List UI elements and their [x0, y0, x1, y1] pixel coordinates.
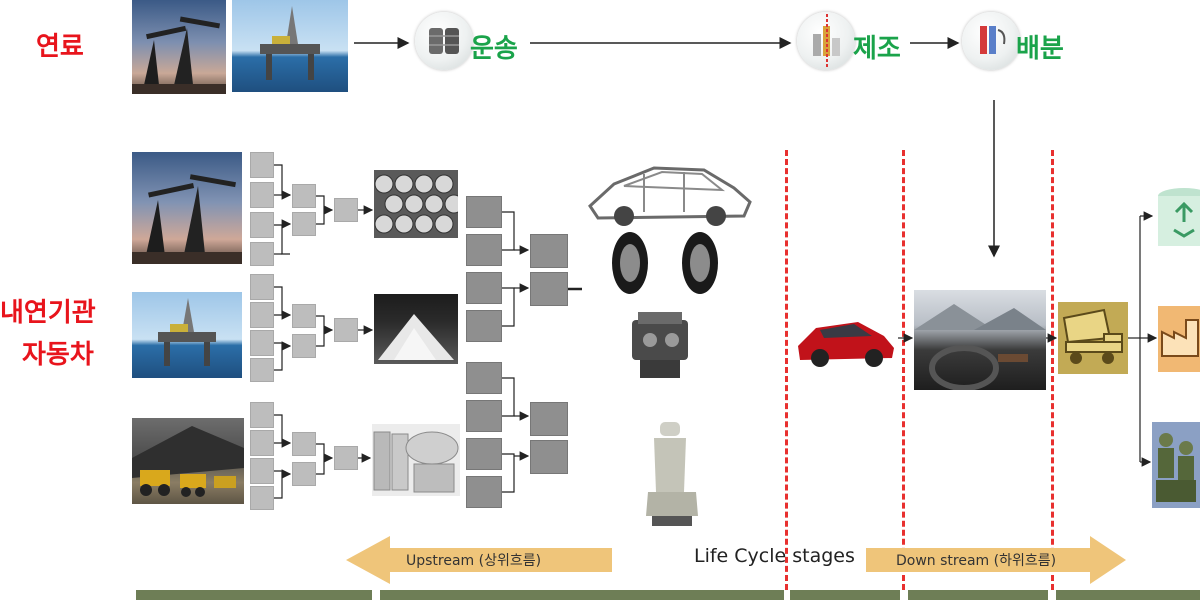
supply-node	[250, 212, 274, 238]
rig-drawing-2	[158, 298, 216, 366]
interior-drawing	[914, 304, 1046, 390]
dump-truck-icon	[1058, 302, 1128, 374]
metal-drums-image	[372, 424, 460, 496]
engine-drawing	[632, 312, 688, 378]
fuel-pump-drawing	[980, 26, 1006, 54]
supply-node	[250, 302, 274, 328]
soldiers-icon	[1152, 422, 1200, 508]
factory-icon	[1158, 306, 1200, 372]
car-body-image	[584, 150, 754, 232]
supply-node	[250, 358, 274, 382]
fuel-pump-icon	[962, 12, 1020, 70]
stage-divider-1	[785, 150, 788, 590]
fuel-label: 연료	[36, 32, 84, 62]
supply-node	[250, 430, 274, 456]
supply-node	[292, 184, 316, 208]
supply-node	[250, 486, 274, 510]
component-node	[466, 400, 502, 432]
supply-node	[250, 182, 274, 208]
component-node	[466, 476, 502, 508]
seat-drawing	[646, 422, 698, 526]
supply-node	[250, 402, 274, 428]
drums-drawing	[373, 431, 459, 493]
supply-node	[292, 212, 316, 236]
component-node	[466, 310, 502, 342]
manufacture-label: 제조	[853, 34, 901, 64]
steel-rolls-drawing	[374, 174, 458, 234]
supply-node	[292, 334, 316, 358]
component-node	[466, 438, 502, 470]
component-node	[530, 234, 568, 268]
supply-node	[292, 432, 316, 456]
ice-vehicle-label-line2: 자동차	[22, 340, 94, 370]
factory-drawing	[1158, 306, 1200, 372]
supply-node	[292, 462, 316, 486]
component-node	[530, 440, 568, 474]
dump-truck-drawing	[1058, 302, 1128, 374]
component-node	[466, 196, 502, 228]
refinery-icon	[797, 12, 855, 70]
supply-node	[250, 152, 274, 178]
pumpjack-drawing	[132, 16, 226, 94]
tires-drawing	[612, 232, 718, 294]
mining-image	[132, 418, 244, 504]
stage-divider-3	[1051, 150, 1054, 590]
barrels-drawing	[429, 28, 459, 54]
refinery-drawing	[813, 14, 840, 68]
oil-pumpjack-image	[132, 0, 226, 94]
offshore-rig-image-2	[132, 292, 242, 378]
life-cycle-stages-label: Life Cycle stages	[694, 545, 855, 567]
red-car-drawing	[798, 322, 894, 367]
recycle-bin-drawing	[1158, 188, 1200, 246]
supply-node	[334, 198, 358, 222]
stage-bar-1	[136, 590, 372, 600]
component-node	[466, 272, 502, 304]
supply-node	[250, 330, 274, 356]
driving-interior-image	[914, 290, 1046, 390]
car-body-drawing	[588, 166, 752, 226]
pumpjack-drawing-2	[132, 174, 242, 264]
stage-divider-2	[902, 150, 905, 590]
seat-image	[640, 420, 702, 532]
supply-node	[250, 458, 274, 484]
rig-drawing	[260, 6, 320, 80]
downstream-label: Down stream (하위흐름)	[896, 553, 1057, 569]
supply-node	[250, 274, 274, 300]
engine-image	[622, 306, 702, 386]
plastic-pellets-image	[374, 294, 458, 364]
distribution-label: 배분	[1016, 34, 1064, 64]
supply-node	[250, 242, 274, 266]
transport-label: 운송	[470, 34, 518, 64]
mining-trucks-drawing	[132, 426, 244, 497]
red-car-image	[794, 306, 898, 370]
stage-bar-3	[790, 590, 900, 600]
barrels-icon	[415, 12, 473, 70]
supply-node	[334, 446, 358, 470]
offshore-rig-image	[232, 0, 348, 92]
upstream-label: Upstream (상위흐름)	[406, 553, 542, 569]
ice-vehicle-label-line1: 내연기관	[0, 298, 96, 328]
oil-pumpjack-image-2	[132, 152, 242, 264]
stage-bar-2	[380, 590, 784, 600]
component-node	[530, 402, 568, 436]
supply-node	[292, 304, 316, 328]
tires-image	[608, 230, 720, 296]
steel-rolls-image	[374, 170, 458, 238]
stage-bar-4	[908, 590, 1048, 600]
component-node	[466, 362, 502, 394]
component-node	[466, 234, 502, 266]
recycle-bin-icon	[1154, 186, 1200, 252]
stage-bar-5	[1056, 590, 1200, 600]
supply-node	[334, 318, 358, 342]
soldiers-drawing	[1152, 422, 1200, 508]
component-node	[530, 272, 568, 306]
pellets-drawing	[378, 314, 454, 360]
